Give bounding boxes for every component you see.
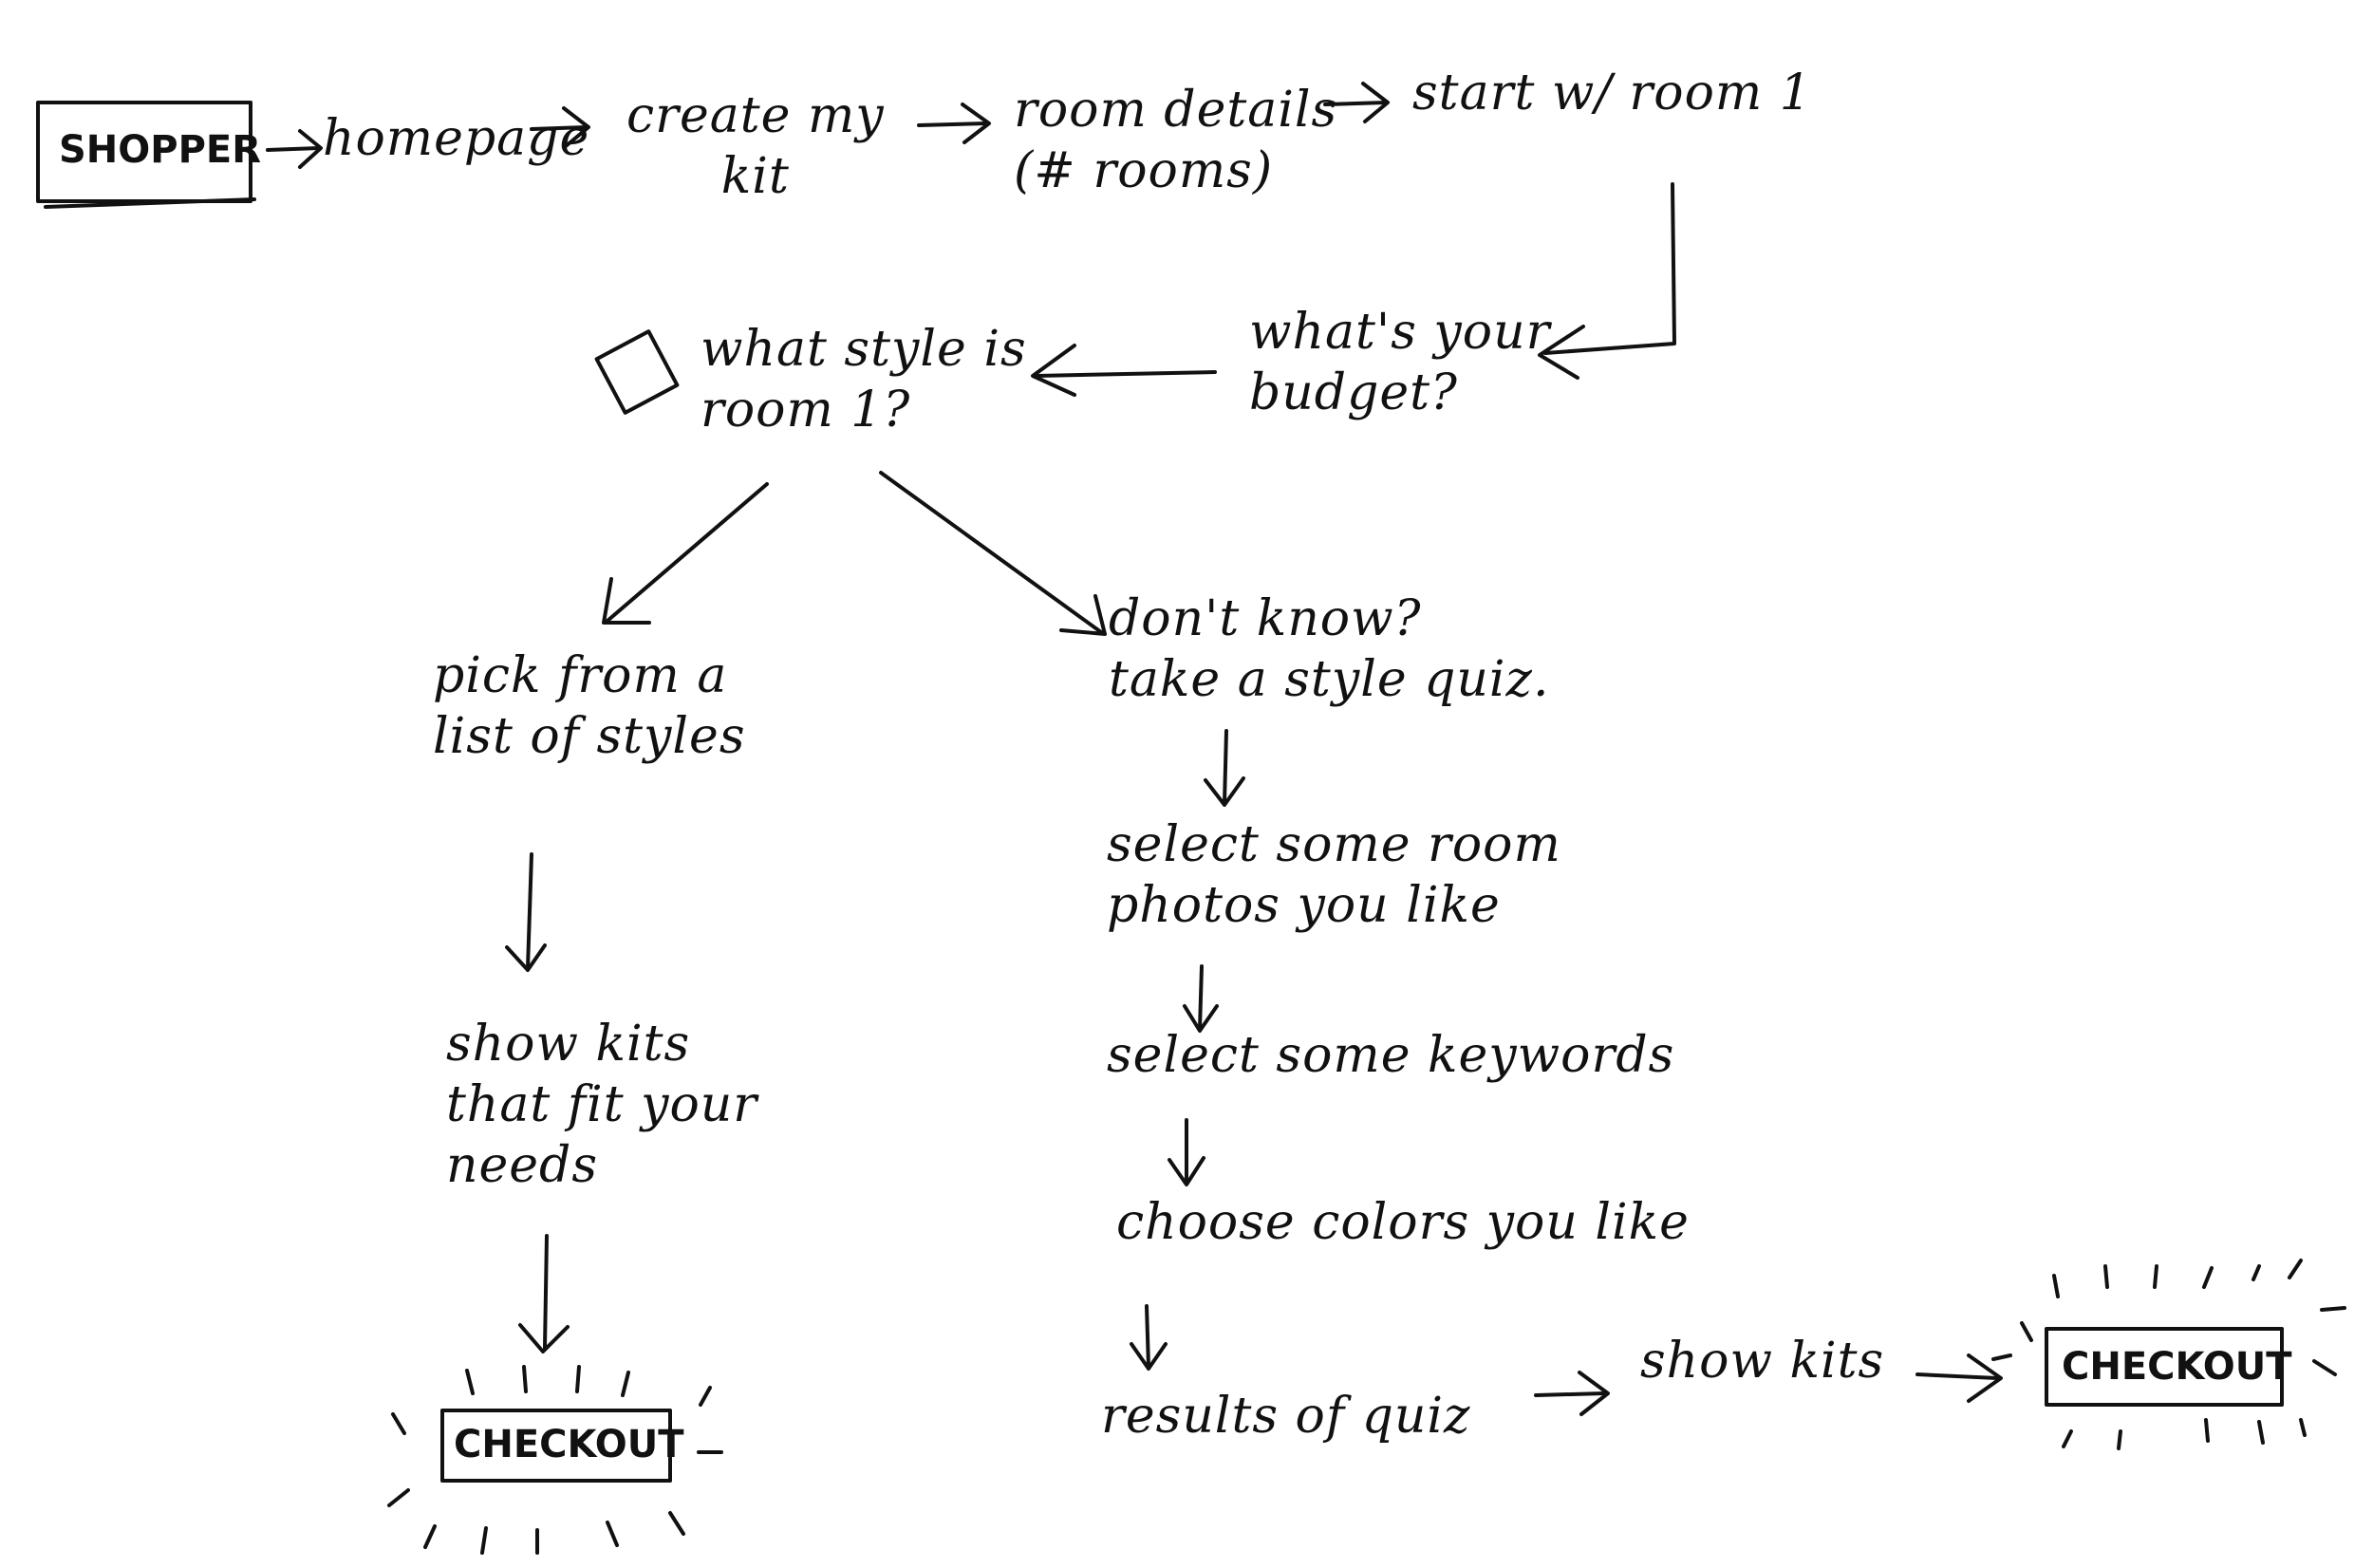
arrow-showkits-checkout bbox=[518, 1234, 570, 1353]
arrow-create-roomdetails bbox=[917, 103, 991, 144]
arrow-showkits-checkout-right bbox=[1915, 1353, 2003, 1403]
node-budget: what's your budget? bbox=[1249, 304, 1551, 421]
node-select-photos: select some room photos you like bbox=[1107, 816, 1561, 934]
node-create-kit: create my kit bbox=[626, 87, 885, 205]
node-pick-list: pick from a list of styles bbox=[433, 647, 746, 765]
node-show-kits-fit: show kits that fit your needs bbox=[446, 1016, 758, 1194]
arrow-style-dontknow bbox=[879, 471, 1107, 636]
arrow-budget-style bbox=[1031, 344, 1217, 397]
checkout-right-box bbox=[2045, 1327, 2284, 1407]
arrow-results-showkits bbox=[1534, 1371, 1610, 1416]
node-results-quiz: results of quiz bbox=[1101, 1388, 1471, 1445]
node-dont-know: don't know? take a style quiz. bbox=[1109, 590, 1550, 708]
node-shopper: SHOPPER bbox=[59, 128, 262, 172]
checkout-left-box bbox=[440, 1409, 672, 1483]
arrow-photos-keywords bbox=[1183, 964, 1219, 1033]
arrow-homepage-create bbox=[530, 106, 590, 148]
arrow-pick-showkits bbox=[505, 852, 547, 972]
arrow-shopper-homepage bbox=[266, 129, 323, 169]
arrow-colors-results bbox=[1130, 1304, 1168, 1371]
node-select-keywords: select some keywords bbox=[1107, 1027, 1675, 1084]
checkout-left-burst bbox=[387, 1365, 723, 1555]
node-checkout-left: CHECKOUT bbox=[454, 1423, 684, 1466]
node-checkout-right: CHECKOUT bbox=[2062, 1345, 2292, 1389]
node-homepage: homepage bbox=[323, 110, 590, 167]
node-start-room: start w/ room 1 bbox=[1412, 65, 1812, 121]
arrow-style-pick bbox=[602, 482, 769, 625]
node-choose-colors: choose colors you like bbox=[1116, 1194, 1690, 1251]
node-room-details: room details (# rooms) bbox=[1014, 82, 1338, 199]
arrow-start-budget bbox=[1538, 182, 1676, 380]
arrow-keywords-colors bbox=[1168, 1118, 1205, 1186]
node-show-kits: show kits bbox=[1640, 1333, 1885, 1390]
node-style-question: what style is room 1? bbox=[701, 321, 1027, 439]
shopper-box bbox=[36, 101, 252, 203]
style-checkbox bbox=[594, 329, 680, 415]
arrow-roomdetails-start bbox=[1323, 82, 1390, 123]
arrow-dontknow-photos bbox=[1204, 729, 1245, 807]
checkout-right-burst bbox=[1991, 1259, 2346, 1450]
